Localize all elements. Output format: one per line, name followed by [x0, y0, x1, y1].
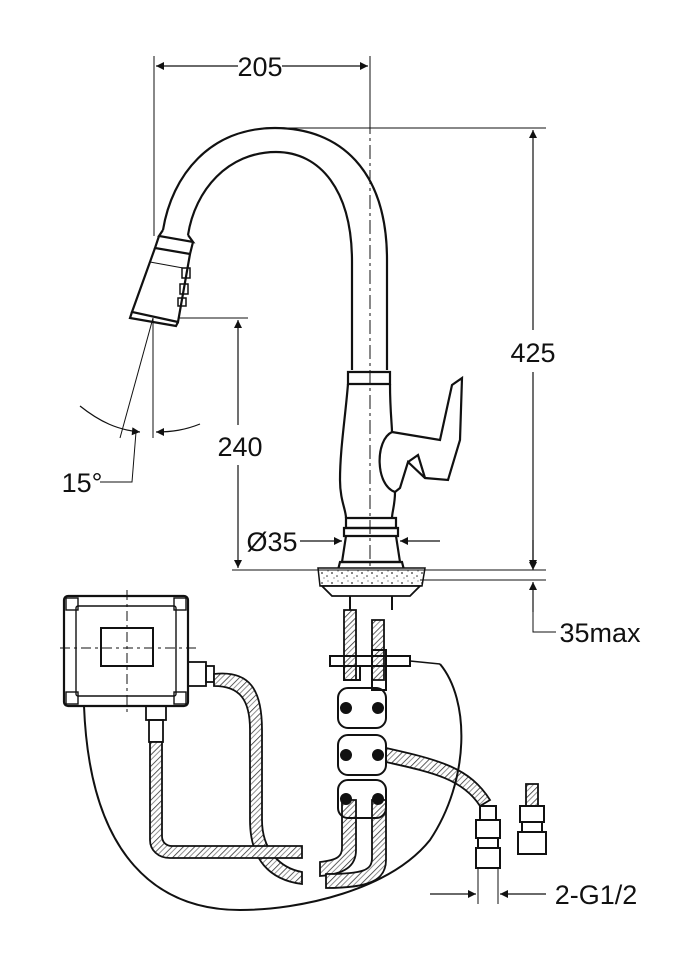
faucet-spout [161, 120, 389, 570]
faucet-body [336, 370, 406, 572]
dim-height-label: 425 [510, 338, 555, 368]
dim-diameter: Ø35 [246, 527, 440, 557]
control-box [60, 590, 215, 743]
dim-angle-label: 15° [62, 468, 103, 498]
dim-angle: 15° [62, 317, 201, 498]
supply-fittings [475, 805, 547, 869]
dim-diameter-label: Ø35 [246, 527, 297, 557]
hose-weights [329, 649, 441, 819]
dim-spout-height-label: 240 [217, 432, 262, 462]
dim-connections-label: 2-G1/2 [555, 880, 638, 910]
sensor-cable [83, 663, 463, 912]
dim-connections: 2-G1/2 [430, 868, 637, 910]
dim-reach-label: 205 [237, 52, 282, 82]
deck-plate [317, 567, 426, 610]
lever-handle [391, 375, 464, 493]
spray-head [128, 229, 196, 328]
dim-deck-thickness: 35max [420, 540, 641, 648]
dim-reach: 205 [153, 52, 371, 236]
dim-deck-thickness-label: 35max [559, 618, 641, 648]
dim-spout-height: 240 [178, 317, 263, 568]
dim-height: 425 [232, 127, 556, 571]
braided-hoses [149, 609, 539, 889]
